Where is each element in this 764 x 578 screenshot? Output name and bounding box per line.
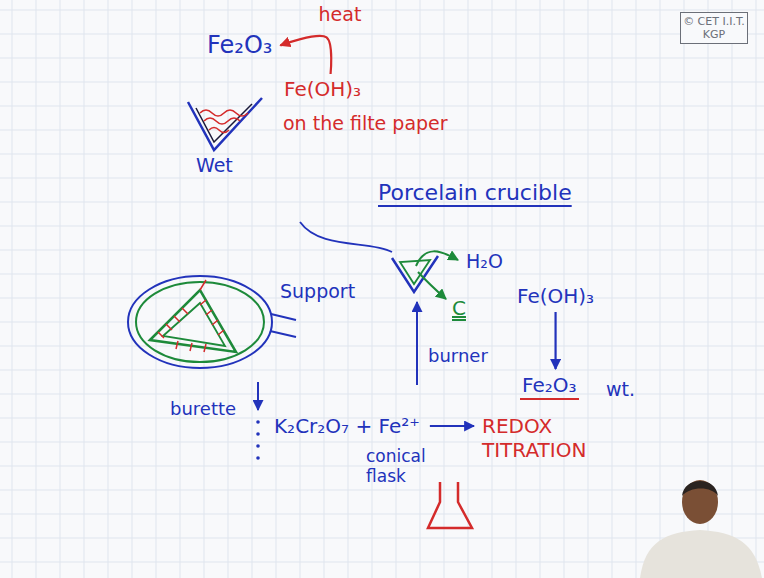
edge-label: heat	[319, 3, 362, 26]
grid-line	[60, 0, 61, 578]
grid-line	[468, 0, 469, 578]
annotation: burette	[170, 398, 236, 420]
grid-line	[396, 0, 397, 578]
grid-line	[0, 394, 764, 395]
clay-triangle	[150, 290, 236, 352]
grid-line	[0, 106, 764, 107]
clay-triangle	[163, 303, 225, 346]
presenter-head	[682, 480, 718, 524]
grid-line	[444, 0, 445, 578]
reaction-arrow	[280, 36, 331, 74]
grid-line	[0, 226, 764, 227]
annotation: Porcelain crucible	[378, 180, 572, 206]
grid-line	[276, 0, 277, 578]
precipitate	[200, 110, 248, 133]
grid-line	[0, 370, 764, 371]
annotation: H₂O	[466, 250, 503, 273]
grid-line	[132, 0, 133, 578]
formula-node: Fe₂O₃	[205, 30, 274, 61]
annotation: Support	[280, 280, 355, 303]
grid-line	[0, 490, 764, 491]
annotation: conical flask	[366, 446, 438, 487]
grid-line	[0, 322, 764, 323]
drop	[256, 420, 260, 424]
annotation: burner	[428, 345, 488, 367]
grid-line	[36, 0, 37, 578]
support-ring	[128, 276, 272, 368]
grid-line	[0, 514, 764, 515]
heat-arrow	[416, 302, 418, 385]
drop	[256, 444, 260, 448]
watermark: © CET I.I.T. KGP	[680, 12, 748, 44]
node-text: Fe₂O₃	[522, 373, 577, 397]
node-text: REDOX TITRATION	[482, 414, 622, 462]
pointer-line	[300, 222, 392, 252]
node-text: K₂Cr₂O₇ + Fe²⁺	[274, 414, 420, 438]
annotation: C	[452, 296, 466, 320]
grid-line	[0, 34, 764, 35]
presenter-hair	[682, 481, 718, 496]
node-text: Fe₂O₃	[207, 31, 272, 60]
conical-flask	[428, 482, 472, 528]
grid-line	[84, 0, 85, 578]
formula-node: Fe(OH)₃	[515, 283, 596, 309]
annotation: Wet	[196, 154, 233, 177]
annotation: wt.	[606, 378, 635, 401]
formula-node: Fe(OH)₃	[282, 76, 363, 102]
filter-funnel	[188, 98, 262, 150]
grid-line	[108, 0, 109, 578]
clay-pipe	[158, 280, 224, 352]
grid-line	[0, 442, 764, 443]
grid-line	[12, 0, 13, 578]
grid-line	[156, 0, 157, 578]
grid-line	[180, 0, 181, 578]
filter-paper	[196, 104, 252, 142]
support-ring	[136, 282, 264, 362]
node-text: Fe(OH)₃	[517, 284, 594, 308]
annotation: on the filte paper	[283, 112, 448, 135]
grid-line	[204, 0, 205, 578]
grid-line	[0, 250, 764, 251]
formula-node: Fe₂O₃	[520, 372, 579, 400]
presenter-body	[640, 530, 762, 578]
grid-line	[0, 538, 764, 539]
drop	[256, 456, 260, 460]
reaction-arrow	[554, 312, 556, 369]
grid-line	[0, 82, 764, 83]
grid-line	[0, 274, 764, 275]
reaction-arrow	[430, 425, 474, 427]
grid-line	[228, 0, 229, 578]
grid-line	[612, 0, 613, 578]
formula-node: REDOX TITRATION	[480, 413, 624, 463]
drop	[256, 432, 260, 436]
grid-line	[0, 10, 764, 11]
grid-line	[420, 0, 421, 578]
grid-line	[732, 0, 733, 578]
burette-arrow	[257, 382, 259, 410]
grid-line	[756, 0, 757, 578]
grid-line	[0, 298, 764, 299]
grid-line	[0, 154, 764, 155]
grid-line	[372, 0, 373, 578]
grid-line	[492, 0, 493, 578]
formula-node: K₂Cr₂O₇ + Fe²⁺	[272, 413, 422, 439]
grid-line	[660, 0, 661, 578]
grid-line	[636, 0, 637, 578]
grid-line	[516, 0, 517, 578]
vapour-arrow	[416, 251, 458, 266]
node-text: Fe(OH)₃	[284, 77, 361, 101]
grid-line	[0, 178, 764, 179]
grid-line	[0, 58, 764, 59]
carbon-arrow	[418, 272, 446, 299]
grid-line	[0, 346, 764, 347]
support-handle	[270, 314, 296, 337]
